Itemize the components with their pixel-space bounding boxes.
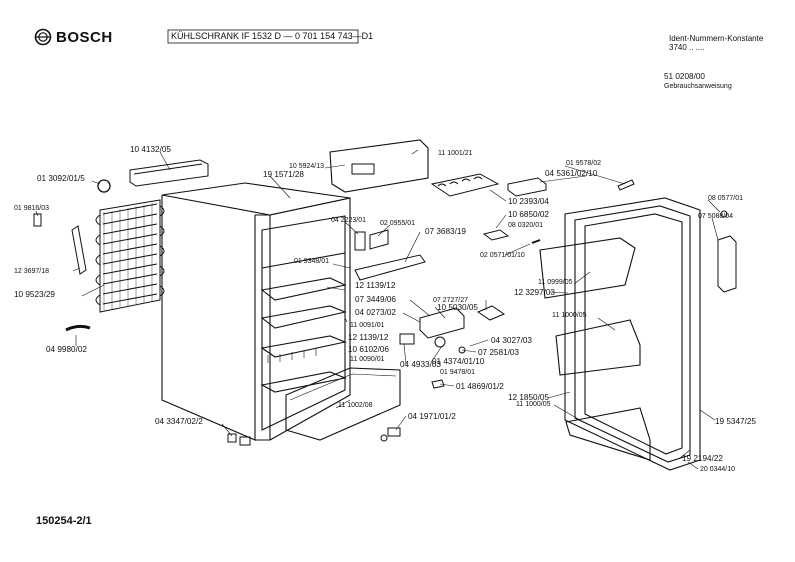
part-label: 11 0999/05 [538,279,573,286]
part-label: 10 6850/02 [508,210,549,219]
ident-value: 3740 .. .... [669,43,705,52]
part-label: 02 0571/01/10 [480,252,525,259]
part-label: 01 4374/01/10 [432,357,485,366]
part-label: 20 0344/10 [700,466,736,473]
cabinet-body [161,182,351,441]
egg-tray [430,173,500,197]
hinge-part [387,427,401,437]
part-label: 04 4933/03 [400,360,441,369]
part-label: 10 9523/29 [14,290,55,299]
part-label: 10 6102/06 [348,345,389,354]
part-label: 12 1850/05 [508,393,549,402]
part-label: 19 5347/25 [715,417,756,426]
part-label: 07 3683/19 [425,227,466,236]
part-label: 19 1571/28 [263,170,304,179]
bosch-logo-icon [34,28,52,46]
leader-lines [35,149,721,470]
part-label: 10 5924/13 [289,163,325,170]
part-label: 07 5088/04 [698,213,734,220]
part-label: 12 3297/03 [514,288,555,297]
part-label: 10 2393/04 [508,197,549,206]
part-label: 07 2727/27 [433,297,469,304]
hinge-small-part [482,229,510,241]
part-label: 04 5361/02/10 [545,169,598,178]
lamp-cover-part [369,229,389,250]
freezer-door-part [329,139,429,193]
part-label: 12 3697/18 [14,268,50,275]
lamp-part [476,305,506,321]
part-label: 01 3092/01/5 [37,174,85,183]
part-label: 11 1000/05 [516,401,551,408]
brand-name: BOSCH [56,29,113,46]
ident-title: Ident-Nummern-Konstante [669,34,764,43]
part-label: 10 5030/05 [437,303,478,312]
door-assembly [539,197,701,471]
part-label: 04 3027/03 [491,336,532,345]
part-label: 04 1971/01/2 [408,412,456,421]
part-label: 11 1002/08 [338,402,373,409]
part-label: 12 1139/12 [355,281,396,290]
part-label: 07 3449/06 [355,295,396,304]
part-label: 11 1000/05 [552,312,587,319]
top-cover-part [129,159,209,187]
part-label: 11 1001/21 [438,150,473,157]
part-label: 04 0273/02 [355,308,396,317]
part-label: 08 0577/01 [708,195,744,202]
part-label: 19 2194/22 [682,454,723,463]
model-box [167,29,359,44]
part-label: 11 0091/01 [350,322,385,329]
part-label: 01 9578/02 [566,160,602,167]
thermostat-part [419,307,465,339]
part-label: 12 1139/12 [348,333,389,342]
part-label: 08 0320/01 [508,222,544,229]
switch-part [399,333,415,345]
manual-label: Gebrauchsanweisung [664,83,732,90]
condenser-coil [95,199,165,313]
knob-part [434,336,446,348]
part-label: 01 9816/03 [14,205,50,212]
foot-part [227,433,237,443]
ring-part [97,179,111,193]
document-code: 150254-2/1 [36,515,92,527]
part-label: 04 3347/02/2 [155,417,203,426]
capillary-tube [71,225,87,275]
manual-number: 51 0208/00 [664,72,705,81]
part-label: 10 4132/05 [130,145,171,154]
handle-part [717,235,737,293]
crisper-drawer [285,367,401,441]
part-label: 11 0090/01 [350,356,385,363]
part-label: 01 9348/01 [294,258,330,265]
part-label: 01 4869/01/2 [456,382,504,391]
small-part [33,213,42,227]
part-label: 04 2223/01 [331,217,367,224]
bracket-part [354,231,366,251]
butter-dish [507,177,547,197]
rail-part [354,254,426,281]
model-line: KÜHLSCHRANK IF 1532 D — 0 701 154 743—D1 [171,31,374,41]
hose-part [65,324,91,332]
part-label: 02 0955/01 [380,220,416,227]
part-label: 07 2581/03 [478,348,519,357]
part-label: 04 9980/02 [46,345,87,354]
part-label: 01 9478/01 [440,369,476,376]
